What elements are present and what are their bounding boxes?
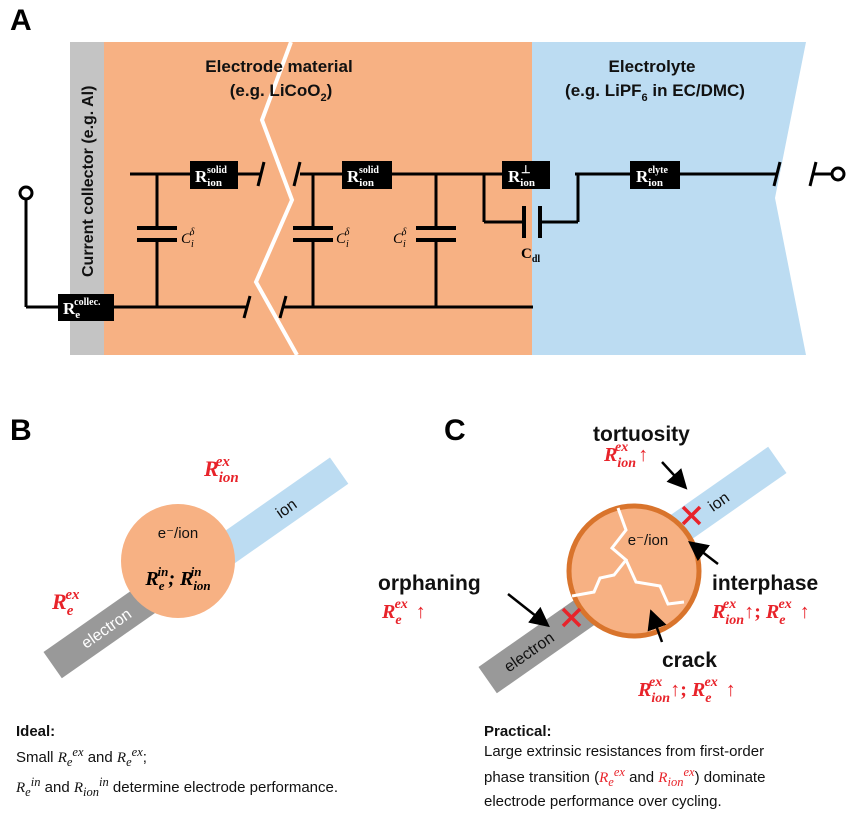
caption-practical-line3: electrode performance over cycling. [484, 793, 722, 810]
caption-practical: Practical: Large extrinsic resistances f… [484, 722, 862, 812]
intrinsic-formula-b: Rein; Rionin [144, 564, 210, 593]
electrode-region [104, 42, 532, 355]
current-collector-label: Current collector (e.g. Al) [80, 86, 97, 277]
svg-text:Rionsolid: Rionsolid [195, 165, 227, 189]
cap-label-3: Ciδ [393, 227, 407, 250]
electrode-subtitle: (e.g. LiCoO2) [230, 81, 332, 104]
particle-label-c: e⁻/ion [628, 532, 668, 549]
blocked-x-icon [561, 505, 702, 628]
break-line [253, 41, 299, 356]
caption-ideal-line2: Rein and Rionin determine electrode perf… [16, 775, 339, 799]
particle-c [566, 503, 702, 639]
cap-label-1: Ciδ [181, 227, 195, 250]
left-terminal-icon [18, 185, 34, 201]
panel-label-b: B [10, 414, 32, 447]
label-arrows [507, 461, 719, 643]
tortuosity-label: tortuosity [593, 423, 690, 446]
r-ion-ex-b: Rionex [203, 454, 239, 486]
electrolyte-subtitle: (e.g. LiPF6 in EC/DMC) [565, 81, 745, 104]
particle-b [121, 504, 235, 618]
svg-text:Recollec.: Recollec. [63, 297, 101, 321]
resistor-collector: Recollec. [58, 294, 114, 321]
tortuosity-r: Rionex↑ [603, 440, 648, 471]
panel-label-a: A [10, 4, 32, 37]
circuit-wires [24, 172, 778, 309]
cap-label-2: Ciδ [336, 227, 350, 250]
electrolyte-region [530, 42, 806, 355]
orphaning-r: Reex↑ [381, 597, 426, 628]
caption-practical-line2: phase transition (Reex and Rionex) domin… [484, 765, 766, 789]
caption-ideal: Ideal: Small Reex and Reex; Rein and Rio… [16, 722, 416, 802]
svg-text:Rionelyte: Rionelyte [636, 165, 669, 189]
caption-practical-title: Practical: [484, 723, 552, 740]
electrolyte-title: Electrolyte [609, 57, 696, 76]
r-e-ex-b: Reex [51, 587, 80, 619]
svg-text:Rionsolid: Rionsolid [347, 165, 379, 189]
interphase-label: interphase [712, 572, 818, 595]
resistor-solid-2: Rionsolid [342, 161, 392, 189]
resistor-solid-1: Rionsolid [190, 161, 238, 189]
orphaning-label: orphaning [378, 572, 481, 595]
cap-label-dl: Cdl [521, 246, 540, 265]
caption-ideal-line1: Small Reex and Reex; [16, 745, 147, 769]
crack-label: crack [662, 649, 717, 672]
svg-text:Rion⊥: Rion⊥ [508, 164, 535, 189]
ion-bar-b: ion [207, 457, 349, 570]
resistor-interface: Rion⊥ [502, 161, 550, 189]
right-terminal-icon [830, 166, 846, 182]
particle-label-b: e⁻/ion [158, 525, 198, 542]
resistor-elyte: Rionelyte [630, 161, 680, 189]
particle-cracks [571, 507, 685, 606]
panel-label-c: C [444, 414, 466, 447]
capacitor-plates [137, 206, 542, 242]
break-marks [242, 161, 832, 319]
crack-r: Rionex↑; Reex↑ [637, 675, 736, 706]
caption-practical-line1: Large extrinsic resistances from first-o… [484, 743, 765, 760]
caption-ideal-title: Ideal: [16, 723, 56, 740]
interphase-r: Rionex↑; Reex↑ [711, 597, 810, 628]
electrode-title: Electrode material [205, 57, 352, 76]
